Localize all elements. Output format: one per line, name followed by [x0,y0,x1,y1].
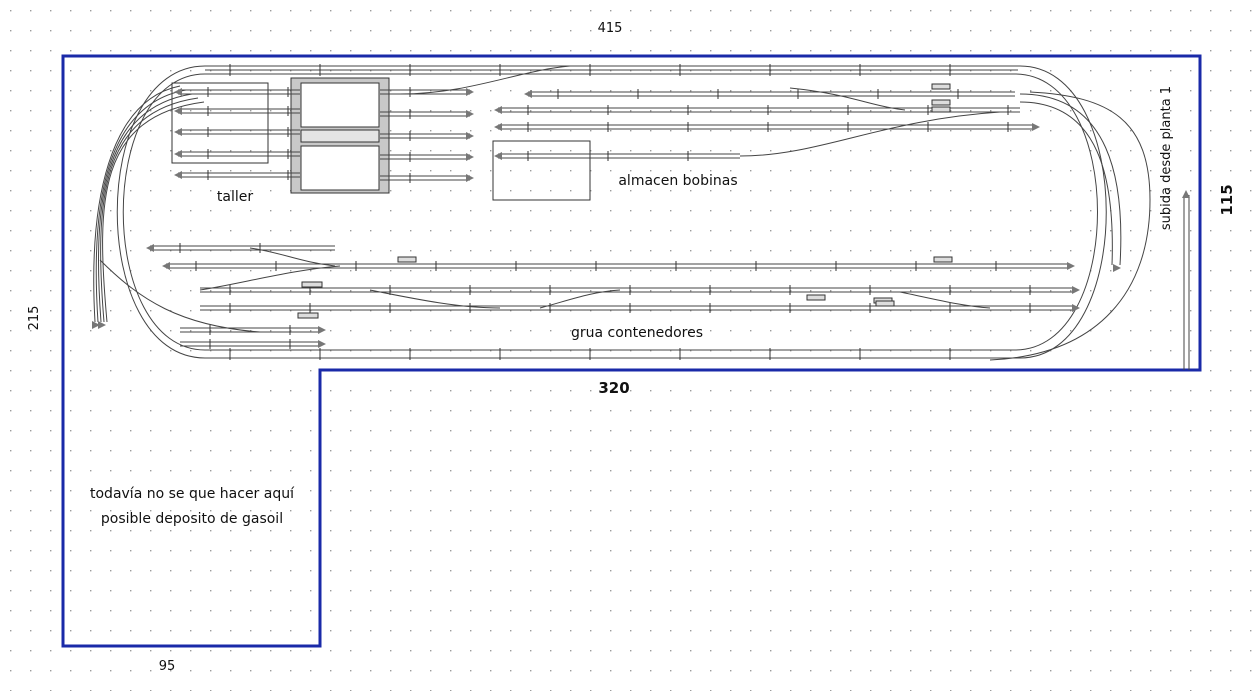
dimension-top: 415 [598,21,623,36]
main-loop-rail [122,73,1098,351]
buffer-stop [174,88,182,96]
buffer-stop [466,174,474,182]
container-track [180,327,320,333]
dimension-bottom-left: 95 [159,659,176,674]
subida-label: subida desde planta 1 [1159,86,1174,230]
wagon [806,294,826,301]
dimension-bottom-inner: 320 [598,379,629,397]
inner-loop-rail [989,91,1151,361]
fan-track [100,97,199,323]
note-line-1: todavía no se que hacer aquí [90,486,295,502]
almacen-turnout [399,65,571,95]
note-line-2: posible deposito de gasoil [101,511,283,527]
dimension-right: 115 [1218,184,1236,215]
transfer-table [290,77,390,194]
fan-track [98,93,193,323]
buffer-stop [1032,123,1040,131]
buffer-stop [494,123,502,131]
container-track [150,245,335,251]
workshop-exit-track [380,89,470,95]
container-track [200,287,1075,293]
crane-turnout [199,265,341,291]
workshop-exit-track [380,133,470,139]
incline-track [1183,195,1190,370]
fan-track [93,85,181,323]
almacen-turnout [789,87,906,111]
buffer-stop [162,262,170,270]
crane-turnout [99,259,261,333]
workshop-track [178,129,300,135]
wagon [931,106,951,113]
wagon [931,83,951,90]
container-track [180,341,320,347]
workshop-exit-track [380,154,470,160]
buffer-stop [1072,304,1080,312]
inner-loop-rail [1019,101,1113,266]
container-track [200,305,1075,311]
grua-label: grua contenedores [571,325,703,341]
buffer-stop [174,128,182,136]
buffer-stop [466,110,474,118]
almacen-track [498,153,740,159]
incline-end [1182,190,1190,198]
buffer-stop [494,106,502,114]
fan-track [102,101,205,323]
almacen-building [492,140,591,201]
buffer-stop [318,340,326,348]
taller-building [171,82,269,164]
almacen-track [498,124,1035,130]
almacen-track [528,91,1015,97]
crane-turnout [249,247,336,267]
almacen-turnout [739,111,1001,157]
buffer-stop [466,132,474,140]
wagon [875,300,895,307]
buffer-stop [466,153,474,161]
workshop-track [178,108,300,114]
wagon [297,312,319,319]
crane-turnout [369,289,501,309]
taller-label: taller [217,189,253,205]
buffer-stop [1113,264,1121,272]
track-network [92,64,1190,370]
buffer-stop [174,171,182,179]
buffer-stop [174,107,182,115]
wagon [301,281,323,288]
wagon [397,256,417,263]
buffer-stop [466,88,474,96]
workshop-track [178,172,300,178]
dimension-left: 215 [27,306,42,331]
workshop-track [178,151,300,157]
workshop-track [178,89,300,95]
inner-loop-rail [1019,93,1122,266]
wagon [933,256,953,263]
fan-track [95,89,187,323]
main-loop-rail [116,65,1107,359]
buffer-stop [92,321,100,329]
almacen-label: almacen bobinas [618,173,737,189]
container-track [166,263,1070,269]
buffer-stop [494,152,502,160]
buffer-stop [146,244,154,252]
crane-turnout [899,291,991,309]
baseboard-outline [61,54,1202,648]
buffer-stop [1072,286,1080,294]
workshop-exit-track [380,175,470,181]
buffer-stop [524,90,532,98]
buffer-stop [174,150,182,158]
buffer-stop [1067,262,1075,270]
buffer-stop [98,321,106,329]
wagon [931,99,951,106]
workshop-exit-track [380,111,470,117]
crane-turnout [539,289,621,309]
buffer-stop [318,326,326,334]
